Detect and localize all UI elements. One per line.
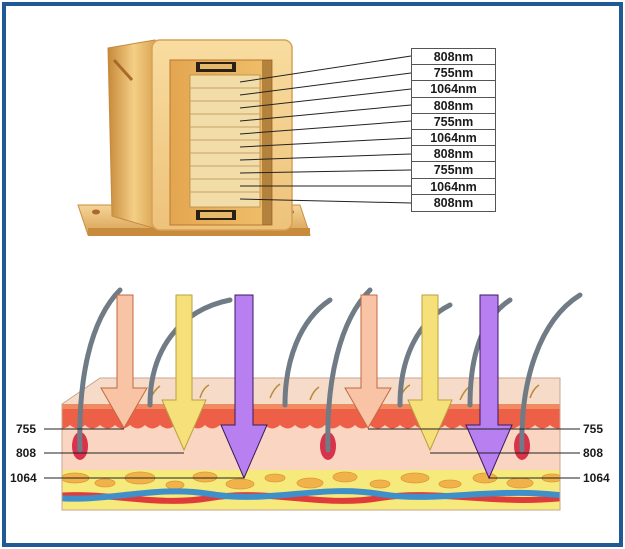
skin-outline <box>61 377 561 511</box>
wavelength-label-table: 808nm 755nm 1064nm 808nm 755nm 1064nm 80… <box>411 48 496 212</box>
wavelength-label: 808nm <box>433 195 474 210</box>
diode-bar-stack <box>189 74 261 208</box>
wavelength-label: 1064nm <box>412 81 495 98</box>
depth-lines <box>44 428 580 479</box>
laser-diode-module <box>77 39 412 236</box>
arrow-808-left <box>161 294 207 452</box>
hair-strands <box>77 287 583 453</box>
wavelength-label: 808nm <box>412 146 495 163</box>
wavelength-label: 808nm <box>412 49 495 66</box>
leader-lines <box>239 55 412 204</box>
depth-label-left-755: 755 <box>16 422 37 436</box>
depth-label-right-755: 755 <box>583 422 604 436</box>
wavelength-label: 1064nm <box>412 179 495 195</box>
wavelength-label: 755nm <box>412 65 495 82</box>
depth-label-right-808: 808 <box>583 446 604 460</box>
wavelength-label: 808nm <box>412 98 495 114</box>
arrow-1064-left <box>220 294 268 480</box>
skin-cross-section <box>62 378 560 510</box>
depth-label-left-808: 808 <box>16 446 37 460</box>
depth-label-left-1064: 1064 <box>10 471 37 485</box>
arrow-755-left <box>100 294 148 430</box>
arrow-755-right <box>344 294 392 430</box>
arrow-808-right <box>407 294 453 452</box>
wavelength-label: 755nm <box>412 162 495 179</box>
wavelength-label: 755nm <box>412 114 495 130</box>
arrow-1064-right <box>465 294 513 480</box>
wavelength-label: 1064nm <box>412 130 495 147</box>
depth-label-right-1064: 1064 <box>583 471 610 485</box>
